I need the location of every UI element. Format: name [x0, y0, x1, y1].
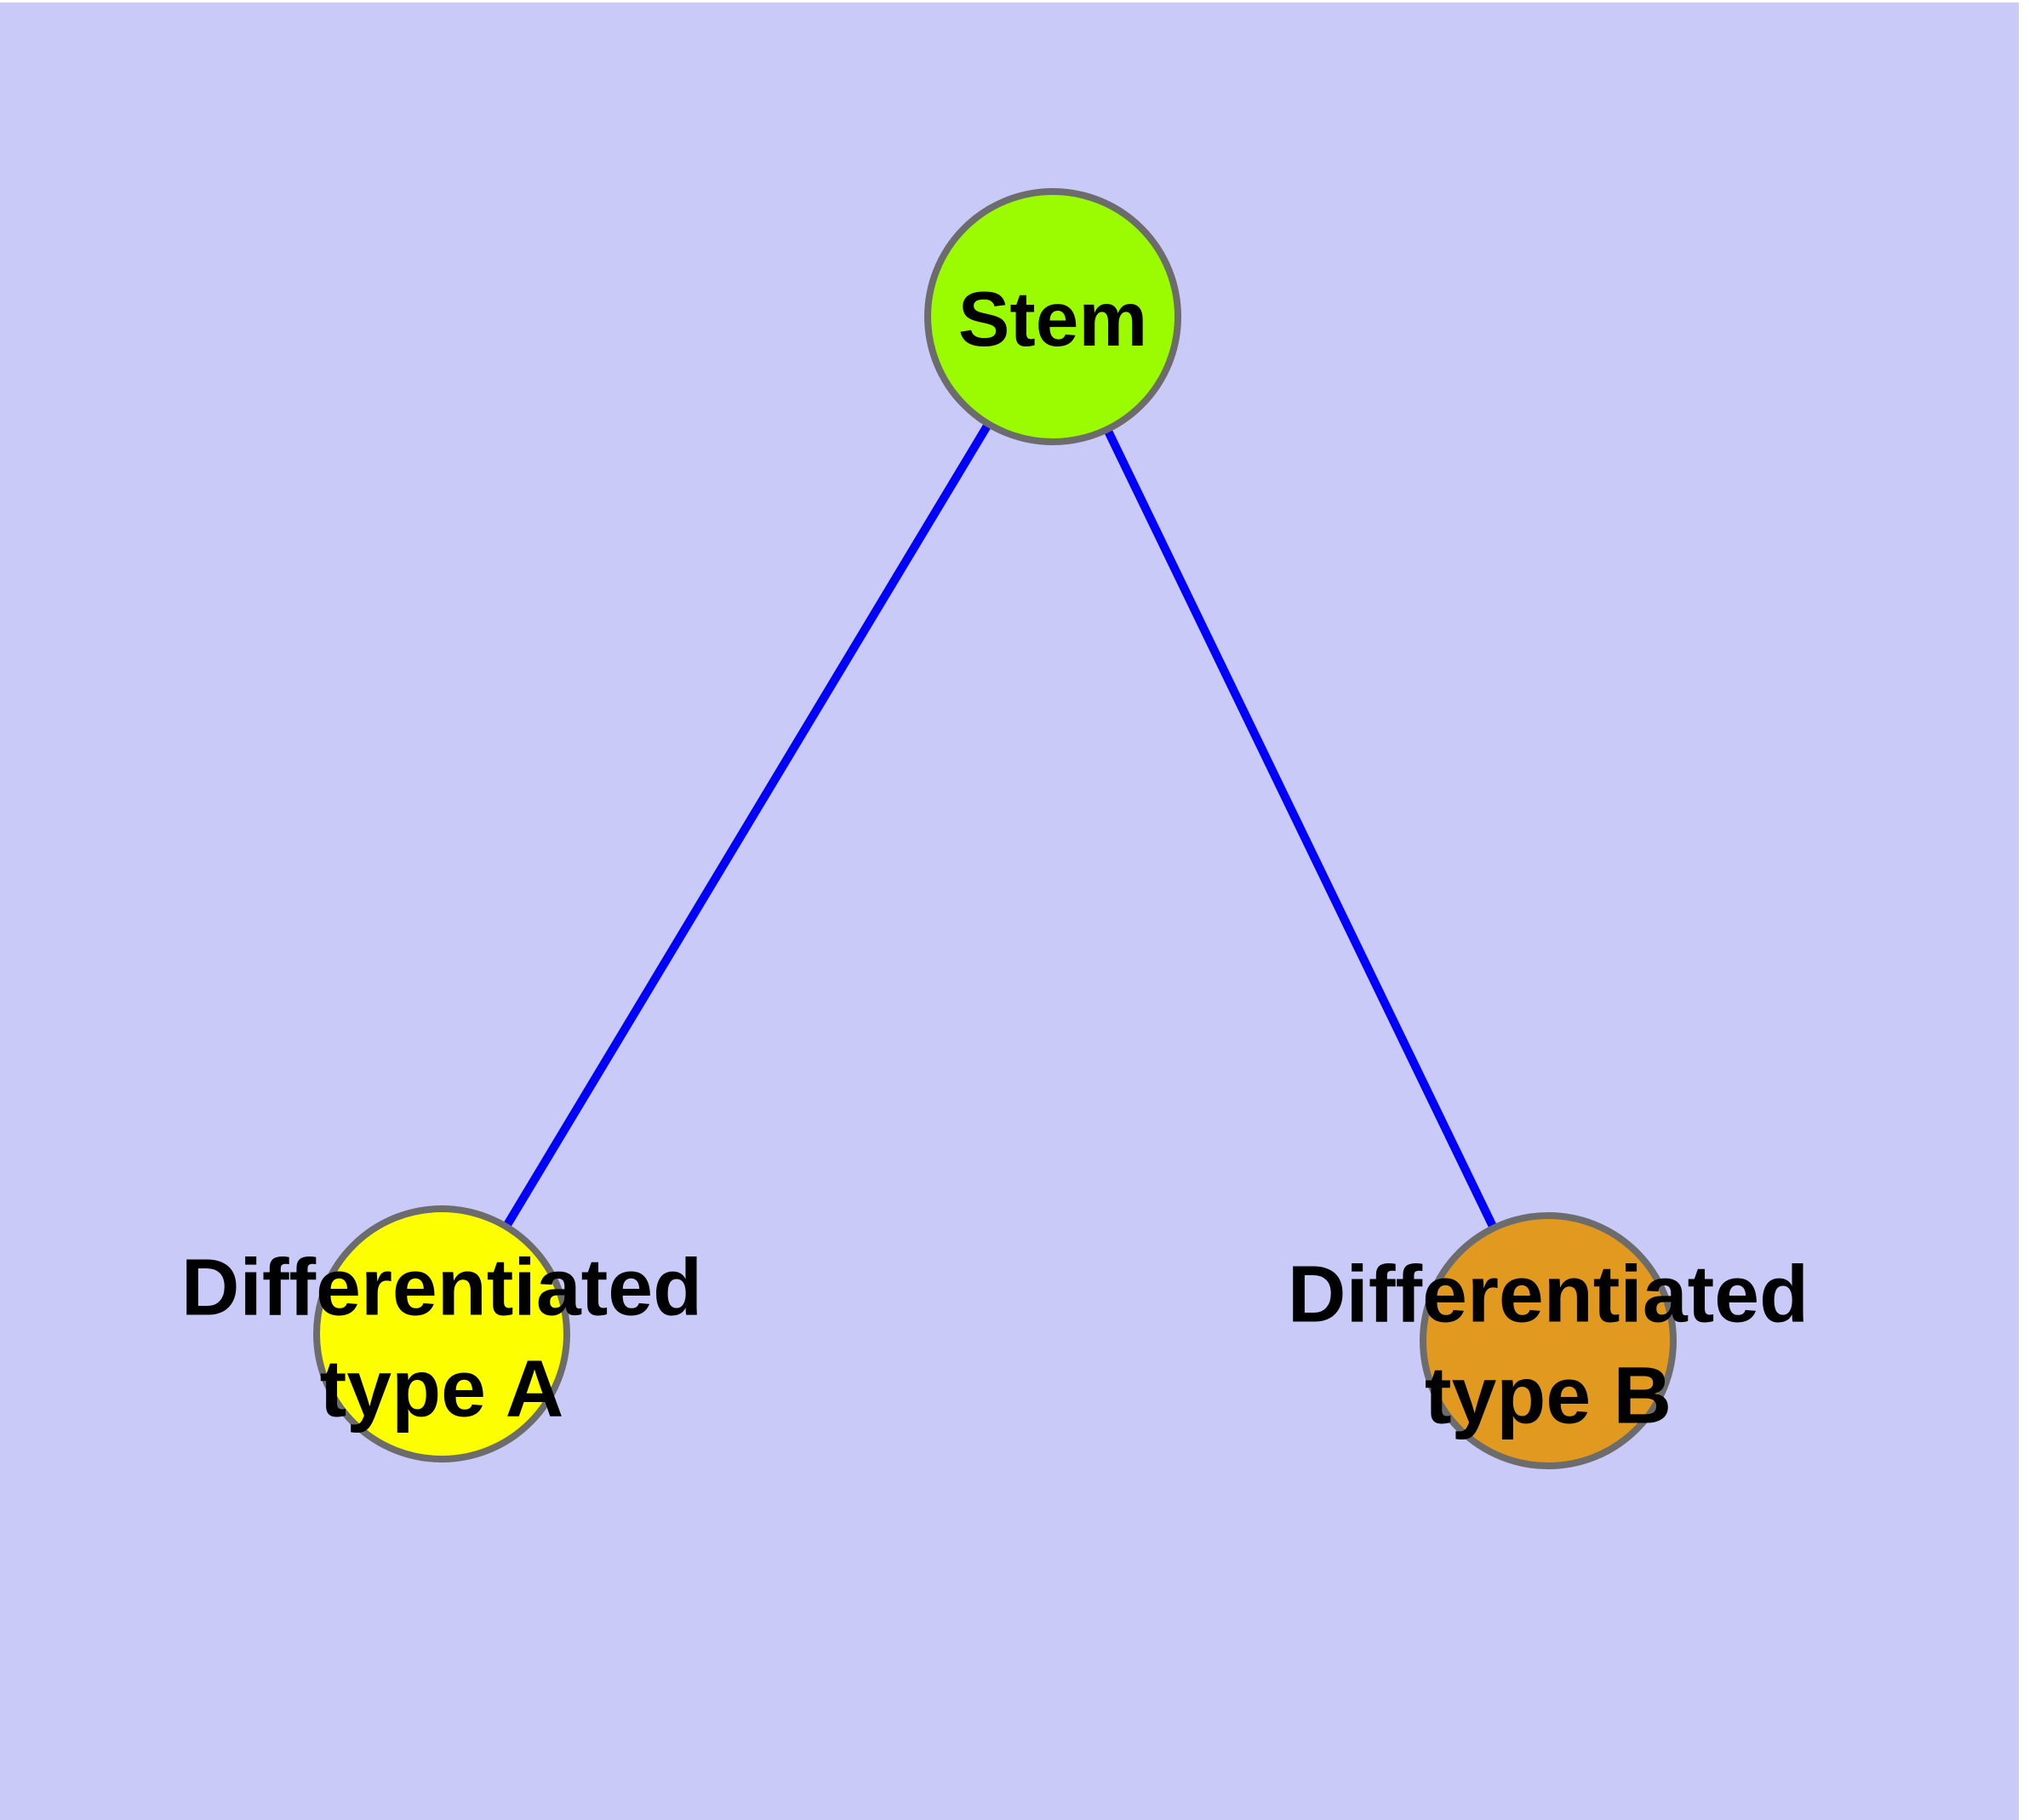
edge-stem-to-type-b	[1049, 314, 1552, 1343]
node-stem-label: Stem	[957, 277, 1148, 363]
graph-svg	[0, 3, 2019, 1820]
node-stem-circle	[924, 188, 1181, 445]
node-type-a-circle	[313, 1205, 570, 1462]
node-type-b-circle	[1420, 1212, 1677, 1469]
node-type-b-label: Differentiated type B	[1287, 1249, 1809, 1440]
plot-area: Stem Differentiated type A Differentiate…	[0, 3, 2019, 1820]
edge-stem-to-type-a	[437, 314, 1057, 1336]
node-type-a-label: Differentiated type A	[180, 1242, 703, 1434]
